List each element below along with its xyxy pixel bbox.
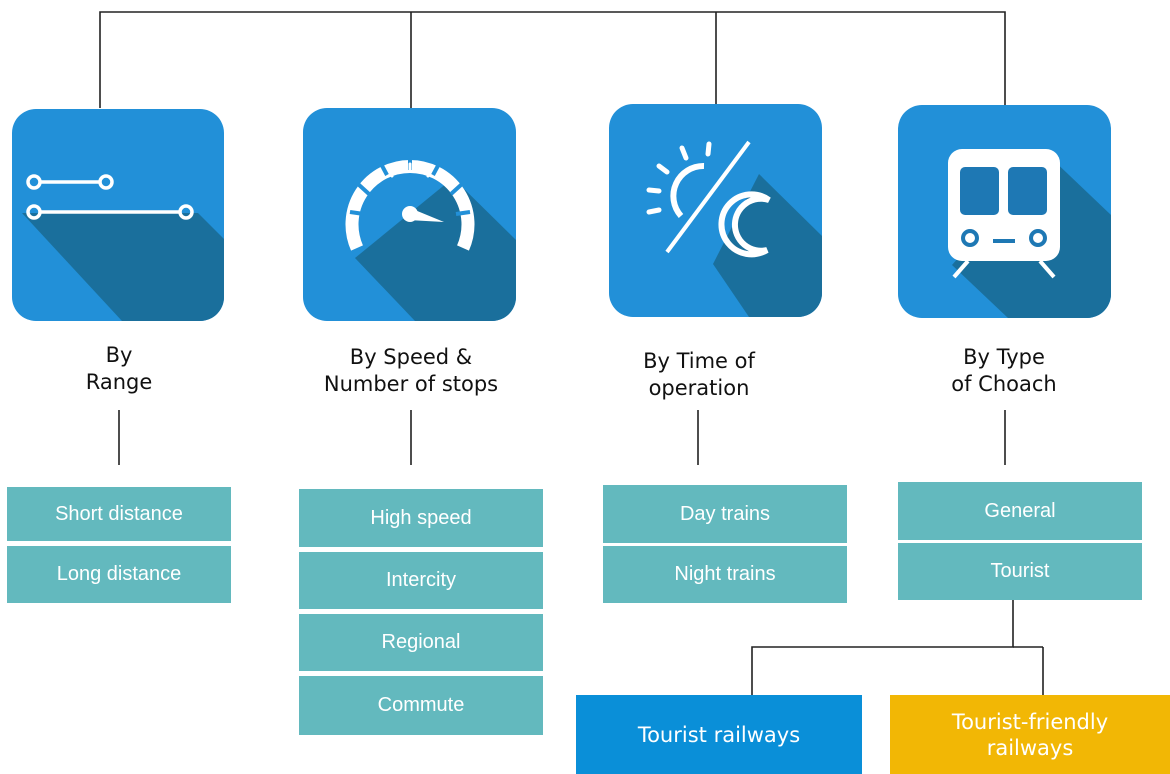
speed-tile <box>303 108 516 321</box>
speed-item-high: High speed <box>299 489 543 547</box>
speed-item-regional: Regional <box>299 614 543 671</box>
coach-item-tourist: Tourist <box>898 543 1142 600</box>
range-item-short: Short distance <box>7 487 231 541</box>
coach-label: By Type of Choach <box>951 345 1057 396</box>
time-item-night: Night trains <box>603 546 847 603</box>
coach-item-general: General <box>898 482 1142 540</box>
route-lines-icon <box>12 109 224 321</box>
day-night-icon <box>609 104 822 317</box>
train-front-icon <box>898 105 1111 318</box>
time-tile <box>609 104 822 317</box>
range-tile <box>12 109 224 321</box>
speed-label: By Speed & Number of stops <box>323 345 499 396</box>
time-label: By Time of operation <box>643 349 755 400</box>
speed-item-commute: Commute <box>299 676 543 735</box>
tourist-railways-box: Tourist railways <box>576 695 862 774</box>
speedometer-icon <box>303 108 516 321</box>
range-label: By Range <box>85 343 153 394</box>
range-item-long: Long distance <box>7 546 231 603</box>
time-item-day: Day trains <box>603 485 847 543</box>
tourist-friendly-box: Tourist-friendly railways <box>890 695 1170 774</box>
tourist-friendly-label-line2: railways <box>986 735 1074 760</box>
tourist-friendly-label-line1: Tourist-friendly <box>951 709 1109 734</box>
top-bus-line <box>99 11 1006 108</box>
speed-item-intercity: Intercity <box>299 552 543 609</box>
tourist-railways-label: Tourist railways <box>637 722 801 747</box>
tourist-split-line <box>751 600 1014 696</box>
coach-tile <box>898 105 1111 318</box>
